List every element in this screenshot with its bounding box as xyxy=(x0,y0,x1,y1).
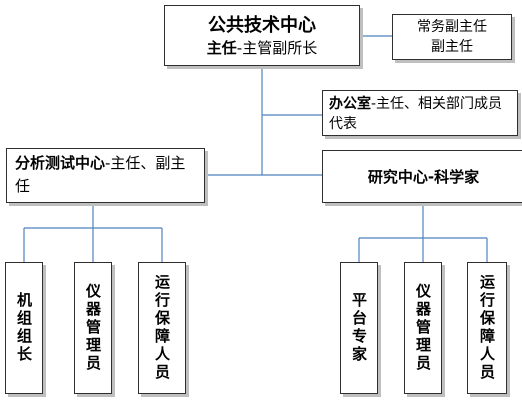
research-rest: -科学家 xyxy=(427,167,480,186)
analysis-child-instrument-manager: 仪器管理员 xyxy=(74,262,112,394)
center-title: 公共技术中心 xyxy=(208,14,316,36)
analysis-child-label: 运行保障人员 xyxy=(153,274,171,382)
analysis-name: 分析测试中心 xyxy=(15,154,106,172)
deputy-line1: 常务副主任 xyxy=(417,19,487,35)
center-subtitle-rest: -主管副所长 xyxy=(236,38,318,57)
research-child-platform-expert: 平台专家 xyxy=(340,262,378,394)
deputy-director-box: 常务副主任 副主任 xyxy=(392,14,512,60)
research-name: 研究中心 xyxy=(367,167,428,186)
research-center-box: 研究中心-科学家 xyxy=(322,150,522,203)
office-name: 办公室 xyxy=(329,96,371,112)
analysis-rest: -主任、副主任 xyxy=(15,154,186,195)
analysis-child-label: 仪器管理员 xyxy=(84,283,102,373)
research-child-label: 仪器管理员 xyxy=(414,283,432,373)
analysis-child-unit-leader: 机组组长 xyxy=(5,262,43,394)
research-child-label: 平台专家 xyxy=(350,292,368,364)
analysis-child-label: 机组组长 xyxy=(15,292,33,364)
research-child-label: 运行保障人员 xyxy=(478,274,496,382)
center-subtitle-bold: 主任 xyxy=(206,38,237,57)
office-box: 办公室-主任、相关部门成员代表 xyxy=(322,90,518,136)
analysis-center-box: 分析测试中心-主任、副主任 xyxy=(6,148,205,203)
center-subtitle: 主任-主管副所长 xyxy=(207,38,317,58)
center-director-box: 公共技术中心 主任-主管副所长 xyxy=(164,5,360,66)
analysis-child-operations-staff: 运行保障人员 xyxy=(138,262,186,394)
research-child-instrument-manager: 仪器管理员 xyxy=(404,262,442,394)
office-rest: -主任、相关部门成员代表 xyxy=(329,96,503,132)
deputy-line2: 副主任 xyxy=(431,39,473,55)
research-child-operations-staff: 运行保障人员 xyxy=(467,262,507,394)
